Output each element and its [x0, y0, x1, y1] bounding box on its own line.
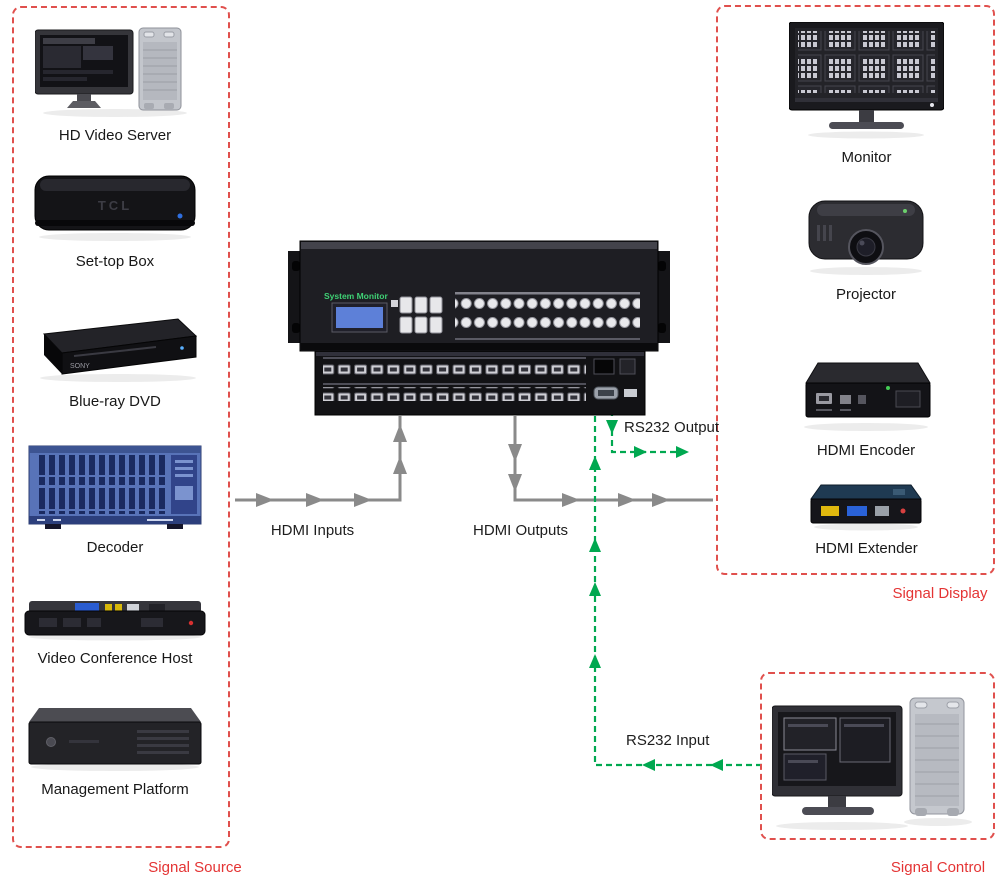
device-hdmi-encoder: HDMI Encoder — [798, 351, 934, 459]
arrow-right-icon — [354, 493, 372, 507]
video-conference-host-label: Video Conference Host — [37, 650, 193, 667]
hdmi-extender-label: HDMI Extender — [815, 540, 918, 557]
hd-video-server-label: HD Video Server — [58, 127, 172, 144]
management-platform-image — [28, 708, 202, 771]
projector-label: Projector — [835, 286, 897, 303]
blue-ray-dvd-label: Blue-ray DVD — [69, 393, 161, 410]
signal-control-box — [760, 672, 995, 840]
arrow-right-icon — [306, 493, 324, 507]
arrow-up-icon — [393, 424, 407, 442]
rs232-input-label: RS232 Input — [626, 732, 710, 749]
signal-source-label: Signal Source — [148, 859, 242, 876]
arrow-left-icon — [710, 759, 723, 771]
matrix-button-grid — [455, 296, 640, 315]
power-inlet — [593, 358, 615, 375]
hdmi-output-ports — [323, 361, 586, 375]
device-projector: Projector — [801, 185, 931, 303]
arrow-right-icon — [562, 493, 580, 507]
power-switch — [619, 358, 636, 375]
system-monitor-text: System Monitor — [324, 291, 388, 301]
hdmi-extender-image — [810, 484, 922, 531]
rs232-output-line — [610, 400, 688, 454]
arrow-up-icon — [393, 456, 407, 474]
hdmi-inputs-label: HDMI Inputs — [270, 522, 355, 539]
hdmi-outputs-label: HDMI Outputs — [472, 522, 569, 539]
hdmi-inputs-line — [235, 416, 402, 502]
projector-image — [808, 200, 924, 275]
rs232-output-label: RS232 Output — [624, 419, 720, 436]
matrix-switcher-image: System Monitor — [288, 240, 670, 416]
signal-control-label: Signal Control — [890, 859, 986, 876]
hdmi-encoder-image — [804, 362, 931, 431]
arrow-right-icon — [634, 446, 647, 458]
rs232-input-line — [593, 416, 762, 767]
arrow-right-icon — [676, 446, 689, 458]
device-set-top-box: TCL Set-top Box — [30, 158, 200, 270]
device-hdmi-extender: HDMI Extender — [809, 479, 924, 557]
arrow-down-icon — [508, 474, 522, 492]
device-management-platform: Management Platform — [25, 700, 205, 798]
arrow-up-icon — [589, 654, 601, 668]
set-top-box-label: Set-top Box — [75, 253, 155, 270]
device-video-conference-host: Video Conference Host — [23, 593, 207, 667]
decoder-label: Decoder — [86, 539, 144, 556]
device-decoder: Decoder — [27, 442, 203, 556]
monitor-image — [788, 21, 945, 139]
control-computer-image — [771, 697, 972, 830]
arrow-up-icon — [589, 456, 601, 470]
set-top-box-image: TCL — [34, 175, 196, 241]
keypad-buttons — [399, 296, 443, 334]
arrow-right-icon — [256, 493, 274, 507]
hd-video-server-image — [34, 27, 187, 117]
signal-source-box — [12, 6, 230, 848]
device-hd-video-server: HD Video Server — [34, 22, 195, 144]
hdmi-input-ports — [323, 387, 586, 401]
settop-brand-text: TCL — [98, 198, 132, 213]
bluray-brand-text: SONY — [70, 363, 90, 370]
arrow-down-icon — [508, 444, 522, 462]
device-control-computer — [771, 692, 977, 839]
arrow-up-icon — [589, 538, 601, 552]
arrow-left-icon — [642, 759, 655, 771]
signal-display-label: Signal Display — [892, 585, 988, 602]
signal-display-box — [716, 5, 995, 575]
arrow-right-icon — [652, 493, 670, 507]
hdmi-encoder-label: HDMI Encoder — [816, 442, 916, 459]
arrow-down-icon — [606, 420, 618, 434]
management-platform-label: Management Platform — [41, 781, 189, 798]
device-blue-ray-dvd: SONY Blue-ray DVD — [30, 308, 200, 410]
device-monitor: Monitor — [788, 21, 945, 166]
arrow-up-icon — [589, 582, 601, 596]
arrow-right-icon — [618, 493, 636, 507]
decoder-image — [28, 445, 202, 529]
monitor-label: Monitor — [841, 149, 892, 166]
video-conference-host-image — [24, 601, 206, 641]
blue-ray-dvd-image: SONY — [40, 318, 198, 382]
matrix-switcher: System Monitor — [288, 237, 670, 424]
